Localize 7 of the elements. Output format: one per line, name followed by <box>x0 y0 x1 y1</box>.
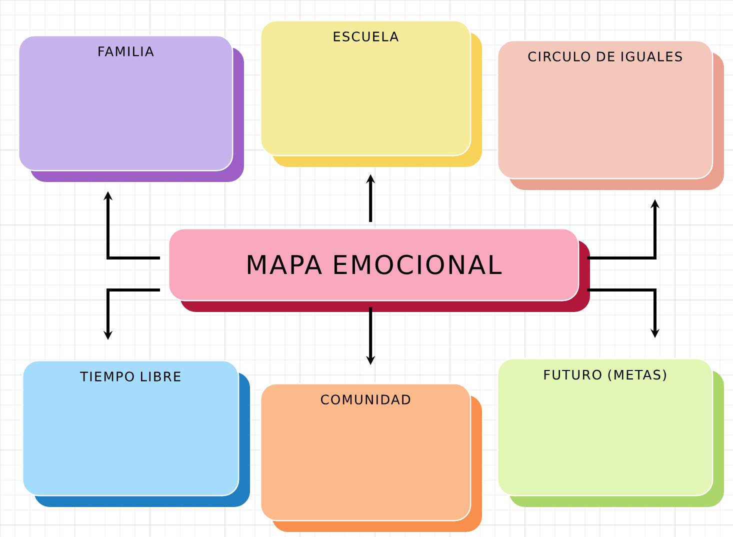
topic-card: FAMILIA <box>18 35 244 182</box>
topic-card: TIEMPO LIBRE <box>22 360 250 507</box>
topic-card: ESCUELA <box>260 20 482 167</box>
topic-card: CIRCULO DE IGUALES <box>497 40 724 190</box>
topic-card: COMUNIDAD <box>260 383 482 532</box>
title-box: MAPA EMOCIONAL <box>168 228 590 312</box>
topic-card: FUTURO (METAS) <box>497 358 724 507</box>
